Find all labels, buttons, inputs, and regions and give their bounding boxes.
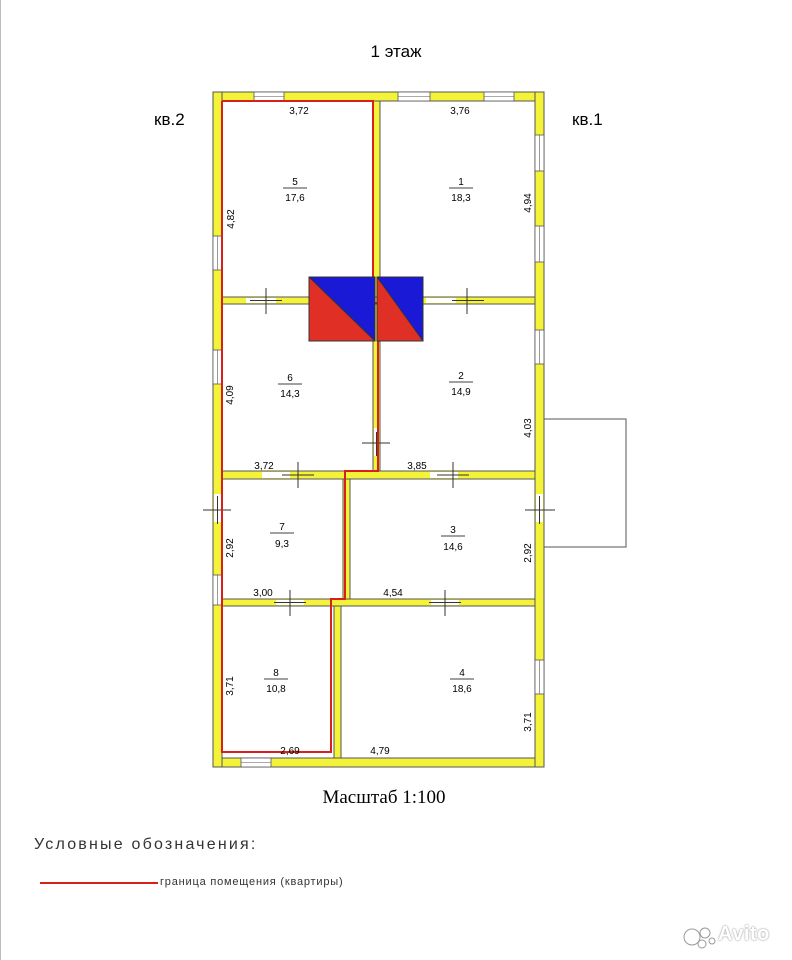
stove-left bbox=[308, 276, 376, 342]
scale-label: Масштаб 1:100 bbox=[322, 787, 446, 808]
room-area: 18,3 bbox=[451, 193, 471, 204]
dimension: 4,03 bbox=[523, 418, 534, 438]
legend-boundary-line bbox=[40, 882, 158, 884]
apartment-1-label: кв.1 bbox=[572, 110, 603, 129]
room-area: 18,6 bbox=[452, 684, 472, 695]
room-number: 2 bbox=[458, 371, 464, 382]
room-labels: 5 17,6 1 18,3 6 14,3 2 14,9 7 9,3 3 14,6… bbox=[264, 177, 474, 695]
room-number: 5 bbox=[292, 177, 298, 188]
door-marks bbox=[203, 288, 555, 616]
room-number: 6 bbox=[287, 373, 293, 384]
legend-title: Условные обозначения: bbox=[34, 836, 258, 853]
room-area: 9,3 bbox=[275, 539, 289, 550]
dimension: 3,00 bbox=[253, 588, 273, 599]
dimension: 3,71 bbox=[523, 712, 534, 732]
room-number: 8 bbox=[273, 668, 279, 679]
avito-watermark-text: Avito bbox=[718, 923, 770, 945]
room-number: 1 bbox=[458, 177, 464, 188]
room-area: 14,6 bbox=[443, 542, 463, 553]
apartment-2-label: кв.2 bbox=[154, 110, 185, 129]
dimension: 4,79 bbox=[370, 746, 390, 757]
dimension: 2,92 bbox=[225, 538, 236, 558]
wall-left bbox=[212, 91, 223, 768]
wall-row-3 bbox=[221, 598, 536, 607]
floor-title: 1 этаж bbox=[370, 42, 422, 61]
wall-center-lower bbox=[333, 599, 342, 759]
apartment-boundary bbox=[221, 100, 379, 753]
dimension: 4,54 bbox=[383, 588, 403, 599]
room-area: 14,3 bbox=[280, 389, 300, 400]
dimension: 2,69 bbox=[280, 746, 300, 757]
wall-right bbox=[534, 91, 545, 768]
avito-logo-icon bbox=[683, 927, 716, 949]
window-glazing bbox=[217, 96, 540, 763]
stove-right bbox=[376, 276, 424, 342]
porch-outline bbox=[541, 418, 627, 548]
dimension: 3,71 bbox=[225, 676, 236, 696]
room-area: 10,8 bbox=[266, 684, 286, 695]
room-area: 14,9 bbox=[451, 387, 471, 398]
door bbox=[262, 472, 290, 478]
room-area: 17,6 bbox=[285, 193, 305, 204]
room-number: 7 bbox=[279, 522, 285, 533]
dimension: 3,72 bbox=[254, 461, 274, 472]
dimension: 3,85 bbox=[407, 461, 427, 472]
dimension: 3,76 bbox=[450, 106, 470, 117]
door bbox=[426, 298, 456, 303]
legend-boundary-label: граница помещения (квартиры) bbox=[160, 876, 344, 888]
room-number: 3 bbox=[450, 525, 456, 536]
dimension: 2,92 bbox=[523, 543, 534, 563]
dimension-labels: 3,72 3,76 3,72 3,85 3,00 4,54 2,69 4,79 … bbox=[225, 106, 534, 757]
dimension: 4,94 bbox=[523, 193, 534, 213]
dimension: 3,72 bbox=[289, 106, 309, 117]
page-edge bbox=[0, 0, 1, 960]
dimension: 4,82 bbox=[226, 209, 237, 229]
dimension: 4,09 bbox=[225, 385, 236, 405]
room-number: 4 bbox=[459, 668, 465, 679]
